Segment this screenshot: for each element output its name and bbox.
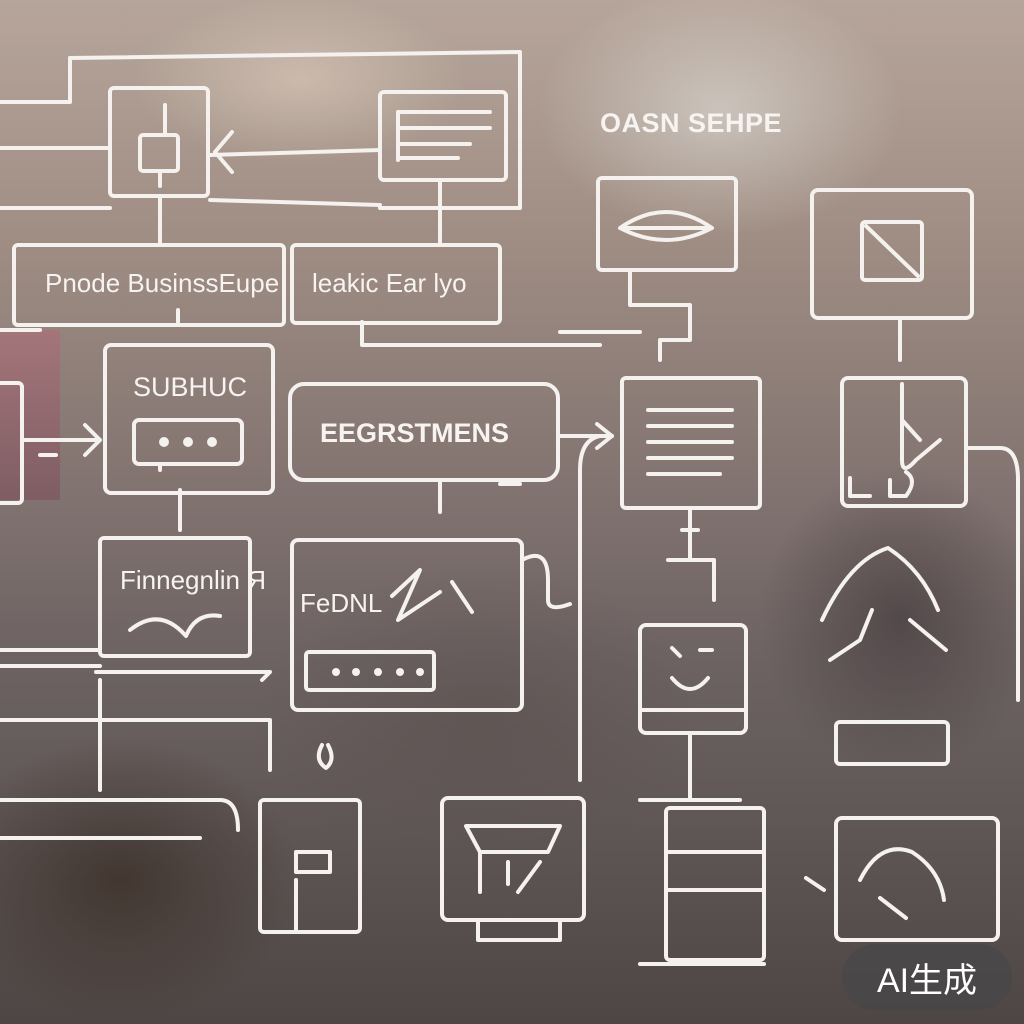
blocked-icon-box <box>810 188 974 362</box>
finance-label: Finnegnlin Я <box>120 565 266 595</box>
subhuc-label: SUBHUC <box>133 372 248 402</box>
bird-icon <box>820 546 948 662</box>
central-label: EEGRSTMENS <box>320 418 510 448</box>
device-box <box>258 743 362 934</box>
lens-icon-box <box>596 176 738 362</box>
robot-icon-box <box>638 558 748 802</box>
right-edge-connector <box>964 446 1020 702</box>
finance-box <box>0 488 272 682</box>
document-icon-box <box>378 90 508 182</box>
text-document-box <box>620 376 762 562</box>
leakic-box <box>290 243 502 325</box>
business-box <box>12 243 286 327</box>
server-box <box>638 806 766 966</box>
ai-generated-badge: AI生成 <box>842 944 1012 1010</box>
rocket-icon-box <box>840 376 968 508</box>
left-edge-box <box>0 381 102 505</box>
row1-connectors <box>176 308 642 347</box>
bottom-connectors <box>0 678 272 840</box>
password-box <box>103 343 275 495</box>
feed-label: FeDNL <box>300 588 383 618</box>
monitor-icon-box <box>440 796 586 942</box>
hand-icon-box <box>804 816 1000 942</box>
leakic-label: leakic Ear lyo <box>312 268 467 298</box>
top-connectors <box>0 50 522 332</box>
user-icon-box <box>108 86 210 198</box>
business-label: Pnode BusinssEupe <box>45 268 280 298</box>
arrow-icon <box>213 130 234 174</box>
small-bar-box <box>834 720 950 766</box>
vertical-connector <box>578 434 614 782</box>
feed-box <box>290 538 572 712</box>
diagram-title: OASN SEHPE <box>600 108 783 138</box>
background-shape <box>0 330 60 500</box>
